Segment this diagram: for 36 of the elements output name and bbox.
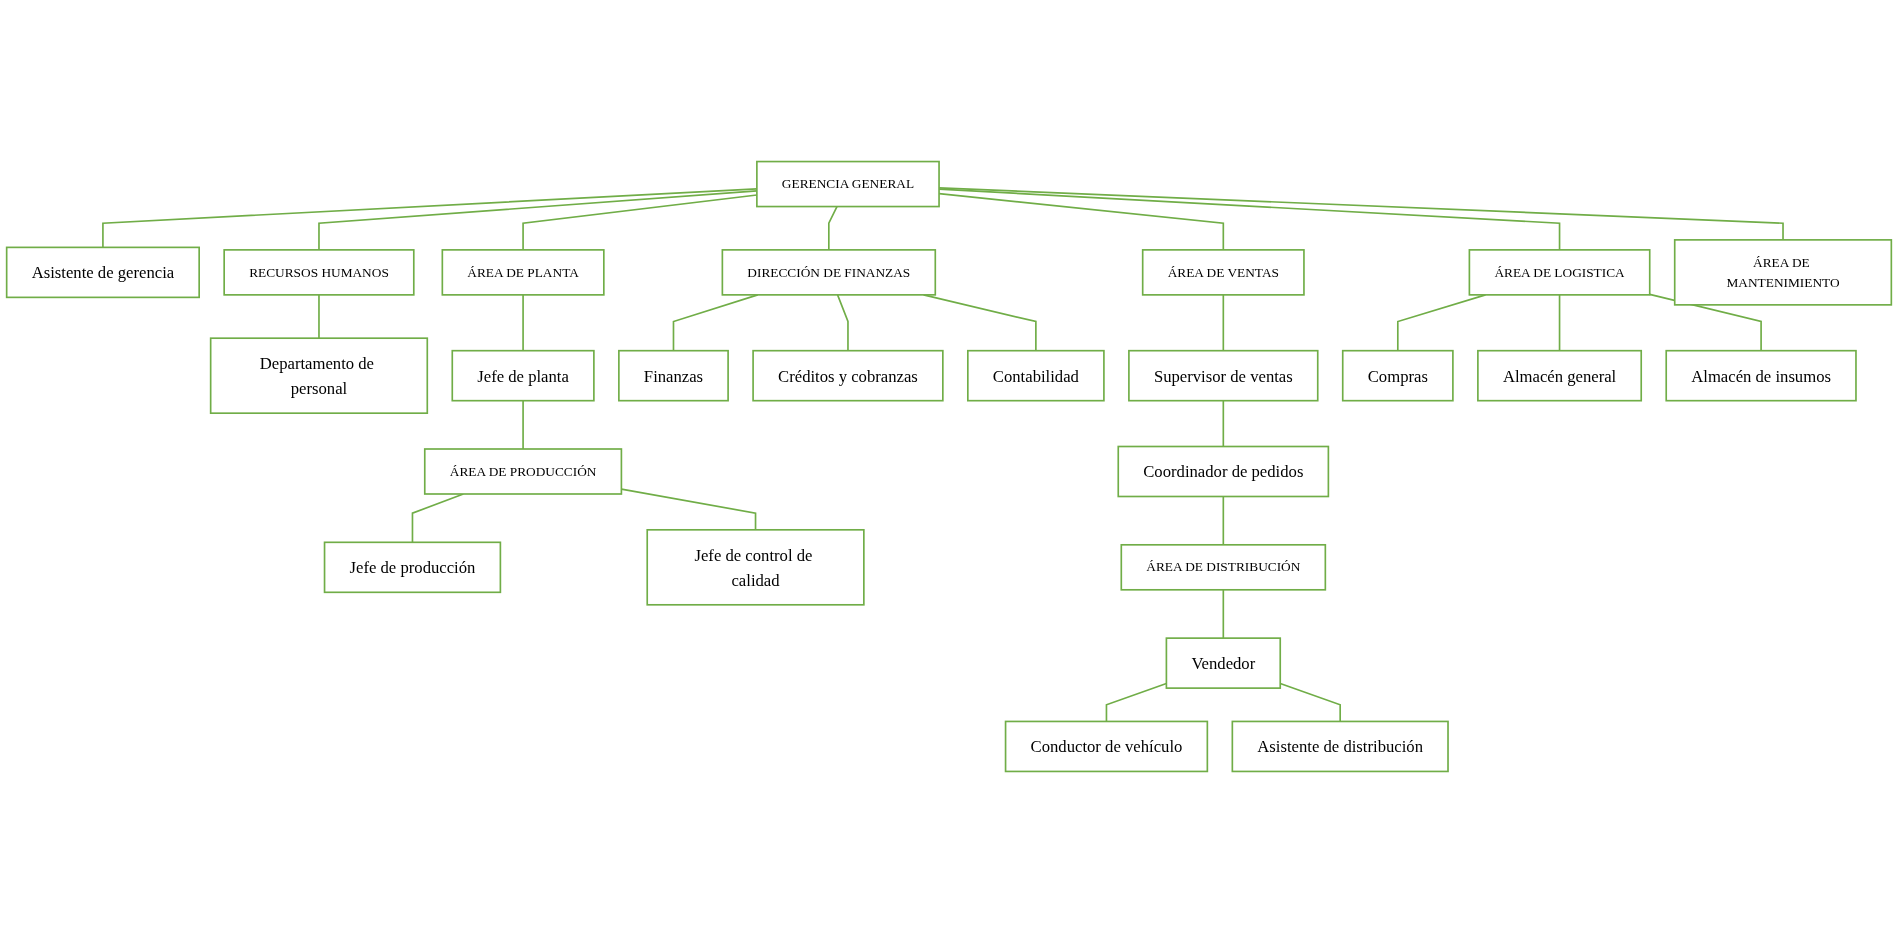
node-box: DIRECCIÓN DE FINANZAS [721,249,937,296]
node-box: Asistente de distribución [1231,720,1449,773]
node-box: Compras [1341,349,1454,402]
node-box: Departamento de personal [209,337,429,414]
node-box: Asistente de gerencia [5,246,200,299]
node-box: Jefe de producción [323,541,502,594]
node-box: Créditos y cobranzas [752,349,944,402]
node-box: Contabilidad [967,349,1105,402]
connector [836,294,849,352]
node-box: GERENCIA GENERAL [756,160,940,208]
node-box: Conductor de vehículo [1004,720,1209,773]
node-box: Jefe de planta [451,349,595,402]
connector [1222,495,1225,546]
connector [828,205,838,251]
connector [522,399,524,450]
node-box: ÁREA DE PRODUCCIÓN [423,448,623,495]
node-box: ÁREA DE MANTENIMIENTO [1673,239,1893,306]
connector [1222,399,1225,448]
connector [318,294,320,340]
node-box: Finanzas [618,349,729,402]
connector [522,294,524,352]
connector [1558,294,1561,352]
node-box: Almacén general [1477,349,1643,402]
node-box: RECURSOS HUMANOS [223,249,415,296]
node-box: ÁREA DE DISTRIBUCIÓN [1120,544,1327,591]
node-box: Almacén de insumos [1665,349,1857,402]
node-box: Coordinador de pedidos [1117,445,1330,498]
connector [411,493,465,544]
node-box: ÁREA DE PLANTA [441,249,605,296]
node-box: ÁREA DE VENTAS [1141,249,1305,296]
node-box: Vendedor [1165,637,1282,689]
connector [1222,294,1225,352]
node-box: Jefe de control de calidad [646,529,865,606]
node-box: Supervisor de ventas [1128,349,1319,402]
node-box: ÁREA DE LOGISTICA [1468,249,1651,296]
connector [1222,588,1225,639]
